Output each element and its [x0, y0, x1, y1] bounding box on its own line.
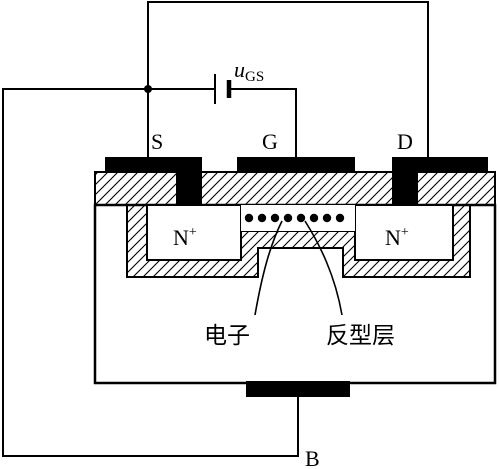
voltage-symbol: u	[234, 57, 245, 82]
n-right-text: N	[385, 225, 401, 250]
electron-annotation: 电子	[204, 323, 250, 349]
electron-row	[244, 213, 345, 223]
battery-gate-wire	[229, 88, 297, 157]
electron	[335, 213, 345, 223]
body-electrode	[246, 381, 350, 397]
source-label: S	[151, 129, 163, 154]
n-left-sup: +	[189, 225, 197, 240]
source-contact-plug	[176, 170, 202, 206]
voltage-label: uGS	[234, 57, 264, 85]
annotation-pointers	[254, 220, 343, 316]
n-right-sup: +	[401, 225, 409, 240]
inversion-layer-pointer-line	[304, 220, 343, 316]
drain-contact-plug	[392, 170, 418, 206]
electron	[296, 213, 306, 223]
electron	[244, 213, 254, 223]
oxide-layer	[94, 171, 496, 206]
drain-electrode	[392, 157, 488, 171]
inversion-layer-annotation: 反型层	[326, 323, 395, 349]
gate-label: G	[262, 129, 278, 154]
body-label: B	[305, 446, 320, 469]
n-plus-left-label: N+	[173, 225, 197, 250]
circuit-wires	[2, 1, 429, 457]
source-body-wire	[2, 88, 299, 457]
electron	[257, 213, 267, 223]
drain-label: D	[397, 129, 413, 154]
voltage-subscript: GS	[245, 69, 264, 85]
n-left-text: N	[173, 225, 189, 250]
gate-electrode	[237, 157, 355, 171]
n-plus-left-region	[146, 204, 242, 261]
electron	[283, 213, 293, 223]
electron	[270, 213, 280, 223]
source-electrode	[105, 157, 202, 171]
electron-pointer-line	[254, 220, 283, 316]
source-drain-wire	[147, 1, 429, 157]
electron	[322, 213, 332, 223]
electron	[309, 213, 319, 223]
battery-icon	[214, 74, 232, 104]
source-node-junction	[144, 85, 152, 93]
n-plus-right-label: N+	[385, 225, 409, 250]
